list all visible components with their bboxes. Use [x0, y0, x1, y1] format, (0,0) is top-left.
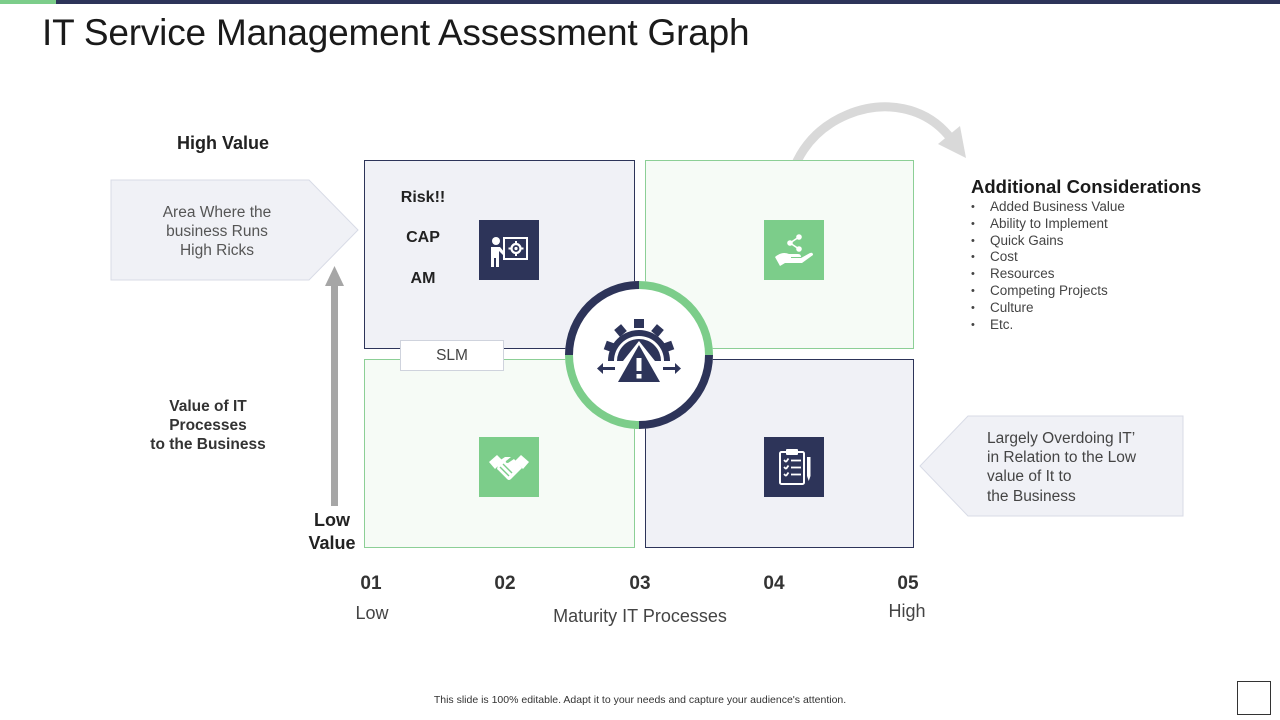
list-item: Etc. — [971, 317, 1125, 334]
low-value-label: Low Value — [298, 509, 366, 555]
footer-note: This slide is 100% editable. Adapt it to… — [433, 694, 847, 706]
list-item: Resources — [971, 266, 1125, 283]
list-item: Added Business Value — [971, 199, 1125, 216]
page-title: IT Service Management Assessment Graph — [42, 12, 750, 53]
value-axis-label-line: to the Business — [150, 436, 266, 454]
maturity-high-label: High — [888, 601, 926, 621]
right-callout-line: in Relation to the Low — [987, 449, 1137, 467]
value-axis-label-line: Processes — [169, 417, 247, 435]
list-item: Ability to Implement — [971, 216, 1125, 233]
left-callout-line: High Ricks — [179, 242, 255, 260]
value-axis-label-line: Value of IT — [169, 398, 247, 415]
cap-label: CAP — [406, 229, 440, 246]
top-accent-green — [0, 0, 56, 4]
low-value-line: Value — [308, 533, 356, 553]
high-value-label: High Value — [177, 133, 270, 153]
maturity-number: 01 — [360, 573, 382, 594]
left-callout-shape — [110, 179, 359, 281]
right-callout-line: Largely Overdoing IT’ — [987, 430, 1136, 447]
slm-tag: SLM — [400, 340, 504, 371]
list-item: Cost — [971, 249, 1125, 266]
handshake-icon — [479, 437, 539, 497]
maturity-number: 05 — [897, 573, 919, 594]
top-accent-navy — [56, 0, 1280, 4]
list-item: Competing Projects — [971, 283, 1125, 300]
risk-label: Risk!! — [400, 189, 446, 206]
maturity-low-label: Low — [355, 603, 389, 623]
maturity-number: 02 — [494, 573, 516, 594]
left-callout-text: Area Where the business Runs High Ricks — [122, 203, 312, 261]
clipboard-checklist-icon — [764, 437, 824, 497]
maturity-number: 04 — [763, 573, 785, 594]
value-axis-label: Value of IT Processes to the Business — [138, 397, 278, 455]
additional-considerations-list: Added Business Value Ability to Implemen… — [971, 199, 1125, 333]
corner-box — [1237, 681, 1271, 715]
left-callout-line: business Runs — [166, 223, 268, 241]
maturity-number: 03 — [629, 573, 651, 594]
low-value-line: Low — [314, 510, 350, 530]
right-callout-line: value of It to — [987, 468, 1072, 486]
list-item: Quick Gains — [971, 233, 1125, 250]
list-item: Culture — [971, 300, 1125, 317]
right-callout-line: the Business — [987, 487, 1076, 505]
presentation-gear-icon — [479, 220, 539, 280]
right-callout-shape — [919, 415, 1184, 517]
curved-arrow-head — [938, 126, 966, 158]
value-axis-shaft — [331, 282, 338, 506]
right-callout-text: Largely Overdoing IT’ in Relation to the… — [987, 429, 1177, 506]
additional-considerations-title: Additional Considerations — [971, 176, 1202, 197]
left-callout-line: Area Where the — [162, 204, 272, 221]
hand-share-icon — [764, 220, 824, 280]
maturity-axis-label: Maturity IT Processes — [553, 606, 727, 626]
gear-alert-icon — [565, 281, 713, 429]
am-label: AM — [410, 270, 436, 287]
value-axis-arrowhead — [325, 266, 344, 286]
